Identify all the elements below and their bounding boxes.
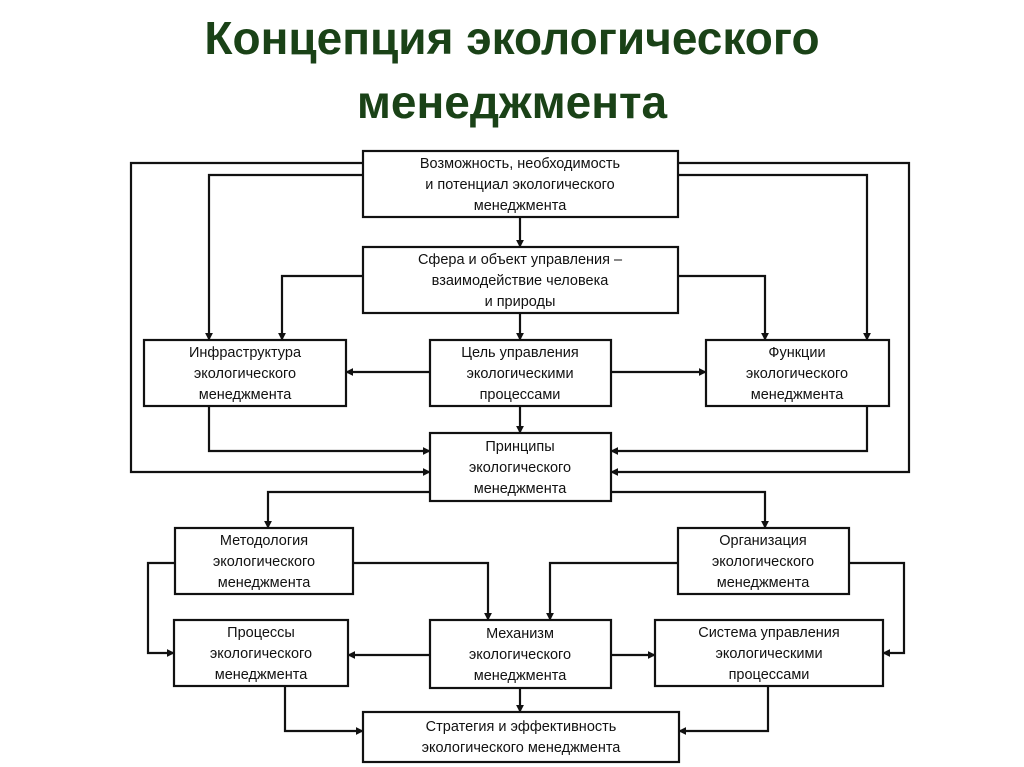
node-processes-line-3: менеджмента	[215, 667, 308, 683]
node-infrastructure: Инфраструктура экологического менеджмент…	[142, 338, 348, 408]
node-organization-line-1: Организация	[719, 533, 806, 549]
node-sphere: Сфера и объект управления – взаимодейств…	[361, 245, 680, 315]
node-mechanism-line-3: менеджмента	[474, 668, 567, 684]
connector-potential-infrastructure	[205, 173, 363, 341]
node-principles-line-1: Принципы	[485, 439, 554, 455]
title-line-2: менеджмента	[356, 76, 668, 128]
node-sphere-line-3: и природы	[485, 294, 556, 310]
node-goal-line-3: процессами	[480, 387, 561, 403]
node-methodology: Методология экологического менеджмента	[173, 526, 355, 596]
node-principles-line-3: менеджмента	[474, 481, 567, 497]
node-functions: Функции экологического менеджмента	[704, 338, 891, 408]
connector-system-strategy	[678, 686, 770, 735]
connector-outer-left	[129, 161, 431, 476]
connector-functions-principles	[610, 406, 869, 455]
connector-potential-functions	[678, 173, 871, 341]
connector-sphere-infrastructure	[278, 274, 363, 341]
title-line-1: Концепция экологического	[204, 12, 820, 64]
node-strategy: Стратегия и эффективность экологического…	[361, 710, 681, 764]
connector-sphere-functions	[678, 274, 769, 341]
node-system-line-1: Система управления	[698, 625, 840, 641]
node-goal-line-1: Цель управления	[461, 345, 578, 361]
node-functions-line-1: Функции	[768, 345, 825, 361]
node-processes-line-1: Процессы	[227, 625, 295, 641]
node-sphere-line-1: Сфера и объект управления –	[418, 252, 623, 268]
connector-organization-mechanism	[546, 561, 678, 621]
node-system-line-2: экологическими	[715, 646, 822, 662]
connector-organization-system	[849, 561, 906, 657]
node-infrastructure-line-2: экологического	[194, 366, 296, 382]
connector-methodology-processes	[146, 561, 175, 657]
node-methodology-line-2: экологического	[213, 554, 315, 570]
node-methodology-line-1: Методология	[220, 533, 308, 549]
node-mechanism-line-2: экологического	[469, 647, 571, 663]
node-strategy-line-1: Стратегия и эффективность	[426, 719, 617, 735]
connectors	[129, 161, 911, 735]
node-functions-line-3: менеджмента	[751, 387, 844, 403]
node-organization-line-3: менеджмента	[717, 575, 810, 591]
connector-principles-organization	[611, 490, 769, 529]
node-goal-line-2: экологическими	[466, 366, 573, 382]
node-potential-line-1: Возможность, необходимость	[420, 156, 620, 172]
node-functions-line-2: экологического	[746, 366, 848, 382]
node-potential-line-3: менеджмента	[474, 198, 567, 214]
connector-principles-methodology	[264, 490, 430, 529]
node-strategy-line-2: экологического менеджмента	[422, 740, 622, 756]
node-methodology-line-3: менеджмента	[218, 575, 311, 591]
node-organization-line-2: экологического	[712, 554, 814, 570]
node-mechanism: Механизм экологического менеджмента	[428, 618, 613, 690]
node-potential-line-2: и потенциал экологического	[425, 177, 614, 193]
node-system: Система управления экологическими процес…	[653, 618, 885, 688]
node-processes-line-2: экологического	[210, 646, 312, 662]
node-goal: Цель управления экологическими процессам…	[428, 338, 613, 408]
node-principles: Принципы экологического менеджмента	[428, 431, 613, 503]
node-infrastructure-line-1: Инфраструктура	[189, 345, 302, 361]
connector-infrastructure-principles	[207, 406, 431, 455]
connector-processes-strategy	[283, 686, 364, 735]
node-infrastructure-line-3: менеджмента	[199, 387, 292, 403]
node-processes: Процессы экологического менеджмента	[172, 618, 350, 688]
node-potential: Возможность, необходимость и потенциал э…	[361, 149, 680, 219]
node-mechanism-line-1: Механизм	[486, 626, 554, 642]
node-principles-line-2: экологического	[469, 460, 571, 476]
page-title: Концепция экологического менеджмента	[0, 6, 1024, 134]
node-sphere-line-2: взаимодействие человека	[432, 273, 610, 289]
node-organization: Организация экологического менеджмента	[676, 526, 851, 596]
connector-outer-right	[610, 161, 911, 476]
node-system-line-3: процессами	[729, 667, 810, 683]
connector-methodology-mechanism	[353, 561, 492, 621]
